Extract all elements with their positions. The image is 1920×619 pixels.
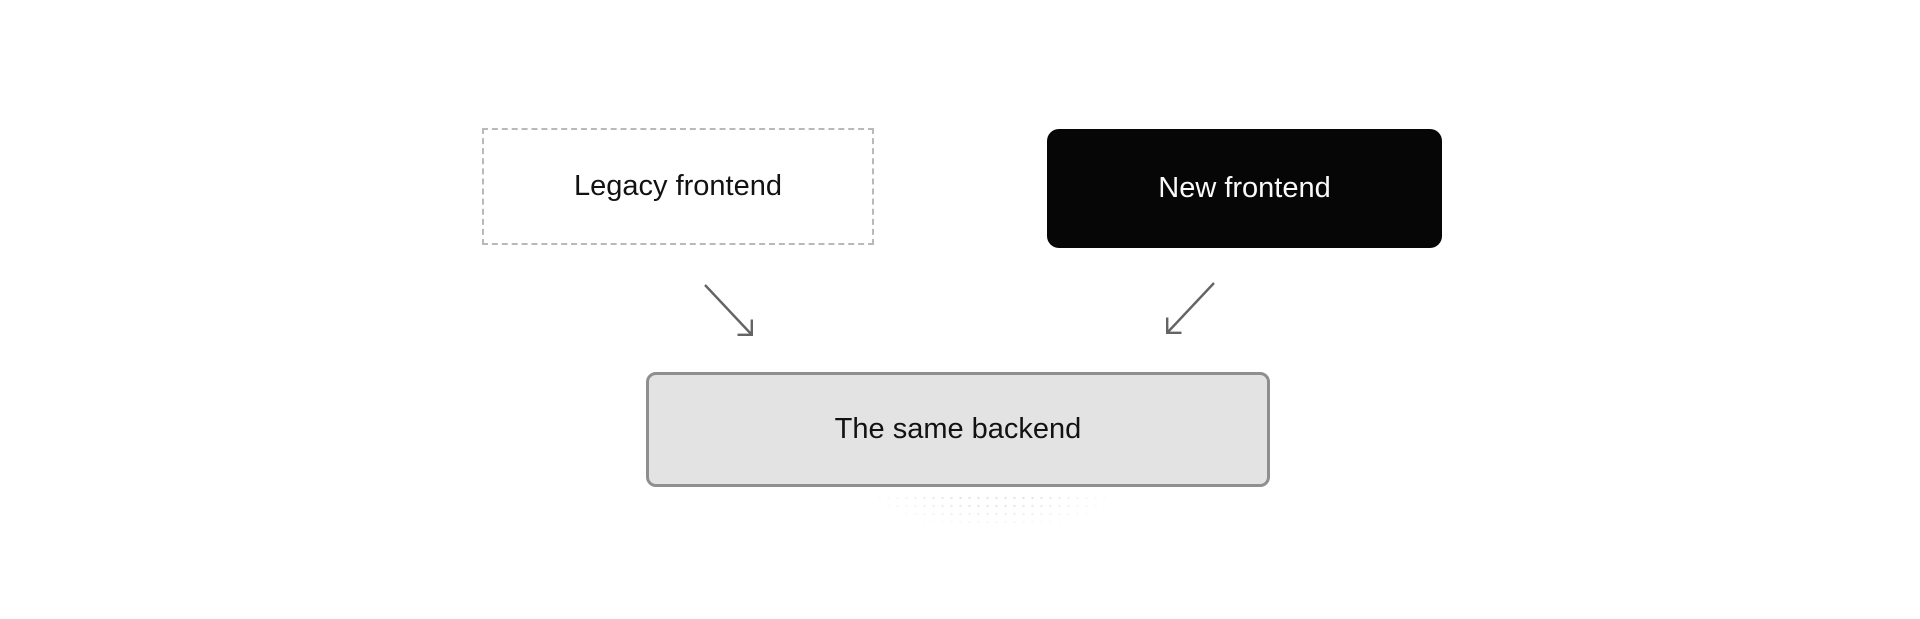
arrow-down-left-icon: [1165, 282, 1215, 334]
dither-shadow-artifact: [848, 494, 1140, 540]
backend-box: The same backend: [646, 372, 1270, 487]
new-frontend-box: New frontend: [1047, 129, 1442, 248]
legacy-frontend-label: Legacy frontend: [574, 170, 782, 203]
legacy-frontend-box: Legacy frontend: [482, 128, 874, 245]
backend-label: The same backend: [834, 413, 1082, 446]
new-frontend-label: New frontend: [1158, 172, 1331, 205]
arrow-down-right-icon: [704, 284, 753, 336]
